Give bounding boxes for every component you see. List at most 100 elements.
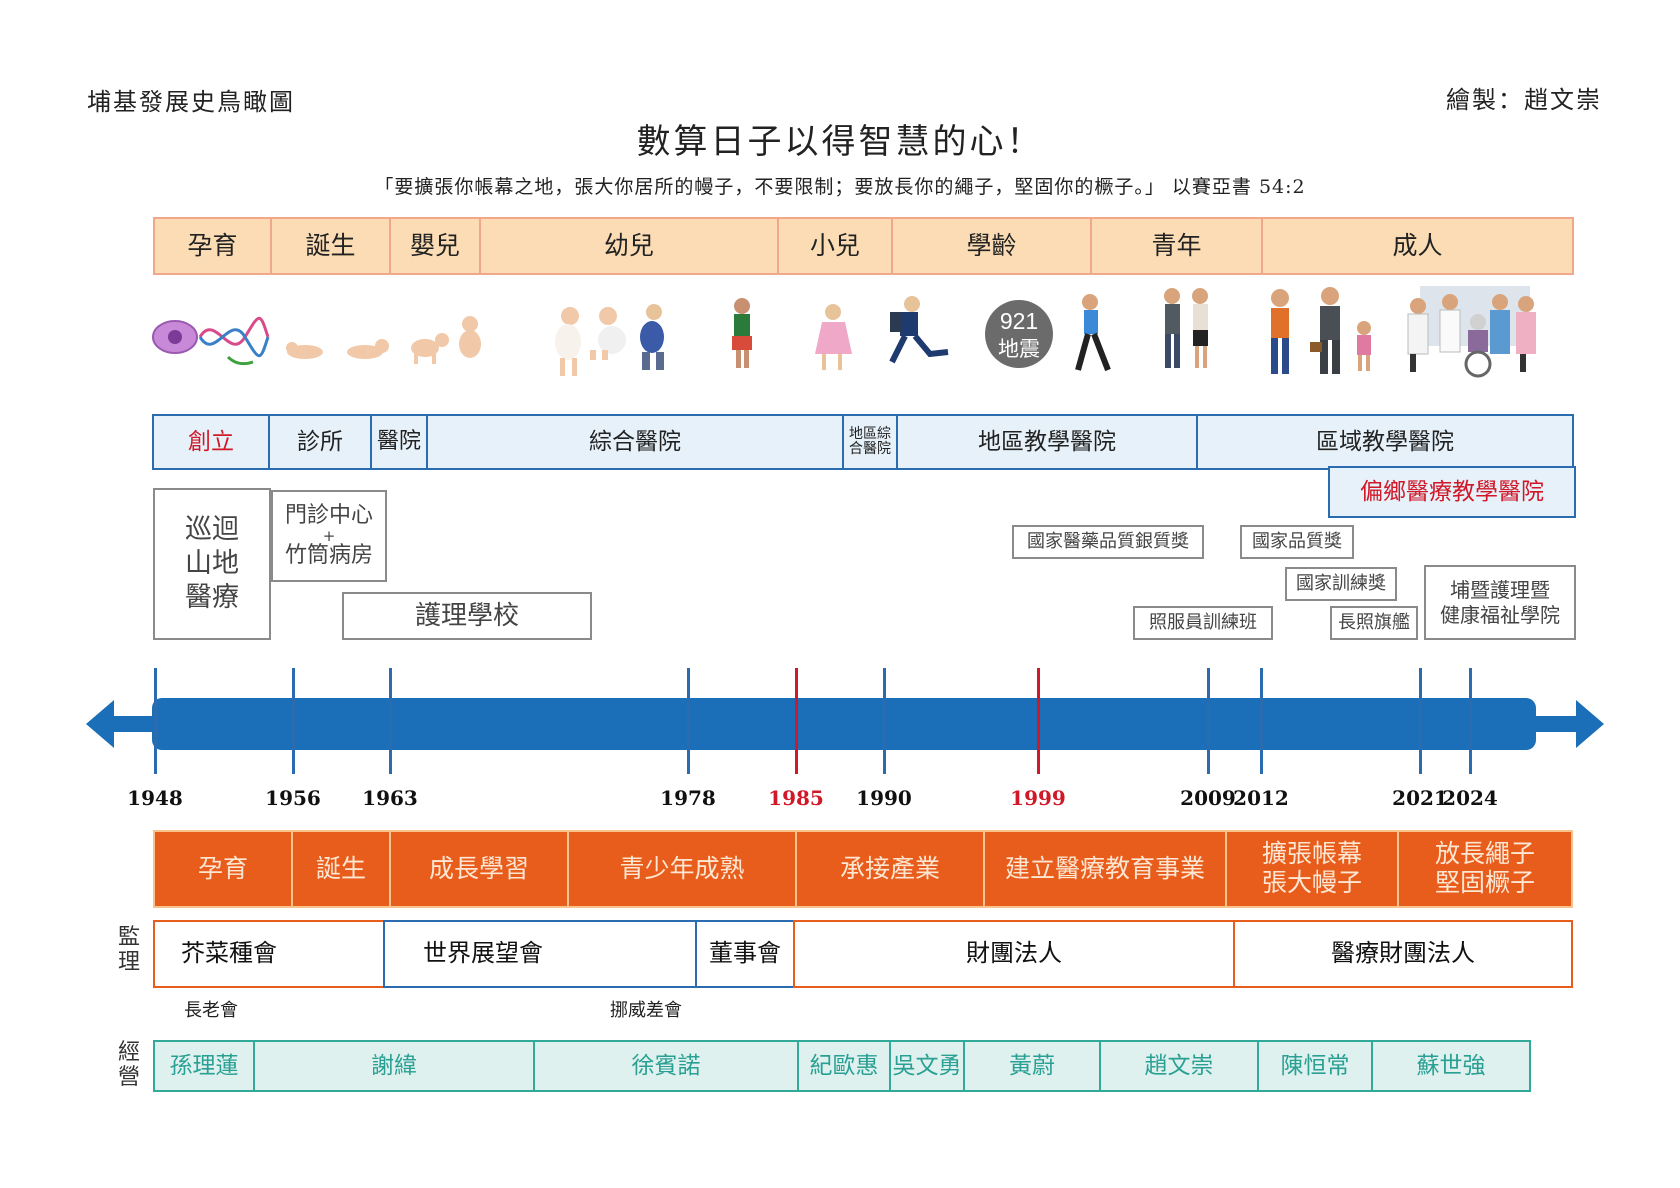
mobile-box-line: 醫療: [185, 581, 239, 613]
dna-cell-icon: [152, 316, 270, 366]
timeline-year-label: 1978: [660, 786, 716, 810]
earthquake-marker-line1: 921: [1000, 308, 1038, 334]
timeline-year-label: 2021: [1392, 786, 1448, 810]
timeline-tick: [389, 668, 392, 774]
institution-cell: 地區教學醫院: [896, 414, 1198, 470]
stage-cell: 誕生: [272, 219, 391, 273]
stage-cell: 學齡: [893, 219, 1092, 273]
child-icon: [732, 298, 852, 370]
timeline-tick: [883, 668, 886, 774]
timeline-tick: [1260, 668, 1263, 774]
manager-cell: 陳恒常: [1257, 1040, 1373, 1092]
nursing-school-box: 護理學校: [342, 592, 592, 640]
clinic-center-box: 門診中心 + 竹筒病房: [271, 490, 387, 582]
nursing-college-box: 埔暨護理暨 健康福祉學院: [1424, 565, 1576, 640]
phase-cell: 成長學習: [389, 830, 569, 908]
phase-cell: 青少年成熟: [567, 830, 797, 908]
phase-cell-two-line: 擴張帳幕 張大幔子: [1225, 830, 1399, 908]
clinic-box-line1: 門診中心: [284, 502, 373, 528]
institution-cell: 醫院: [370, 414, 428, 470]
side-label-char: 監: [117, 925, 140, 950]
school-child-icon: [889, 296, 949, 364]
clinic-box-plus: +: [322, 526, 336, 545]
timeline-year-label: 1985: [768, 786, 824, 810]
manager-cell: 黃蔚: [963, 1040, 1101, 1092]
earthquake-marker-icon: 921 地震: [985, 300, 1053, 368]
newborn-icon: [286, 339, 389, 359]
college-box-line1: 埔暨護理暨: [1450, 577, 1550, 602]
medical-staff-icon: [1407, 286, 1536, 378]
stage-cell: 成人: [1263, 219, 1572, 273]
management-side-label: 經 營: [114, 1040, 144, 1091]
institution-cell: 區域教學醫院: [1196, 414, 1574, 470]
manager-cell: 孫理蓮: [153, 1040, 255, 1092]
supervisor-cell: 世界展望會: [383, 920, 697, 988]
college-box-line2: 健康福祉學院: [1440, 602, 1560, 627]
supervisor-cell: 芥菜種會: [153, 920, 385, 988]
supervisor-cell: 財團法人: [793, 920, 1235, 988]
sitting-baby-icon: [459, 316, 481, 358]
institution-row: 創立 診所 醫院 綜合醫院 地區綜 合醫院 地區教學醫院 區域教學醫院: [152, 414, 1574, 470]
phase-line1: 放長繩子: [1434, 839, 1535, 869]
phase-line2: 堅固橛子: [1434, 868, 1535, 897]
earthquake-marker-line2: 地震: [998, 337, 1040, 361]
phase-cell-two-line: 放長繩子 堅固橛子: [1397, 830, 1573, 908]
stage-cell: 嬰兒: [391, 219, 481, 273]
phase-cell: 承接產業: [795, 830, 985, 908]
diagram-name: 埔基發展史鳥瞰圖: [87, 88, 295, 116]
timeline-tick: [687, 668, 690, 774]
author-credit: 繪製：趙文崇: [1446, 86, 1602, 114]
timeline-year-label: 1956: [265, 786, 321, 810]
stage-cell: 小兒: [779, 219, 893, 273]
institution-cell-founding: 創立: [152, 414, 270, 470]
adult-family-icon: [1271, 287, 1371, 374]
timeline-year-label: 1963: [362, 786, 418, 810]
manager-cell: 紀歐惠: [797, 1040, 891, 1092]
manager-cell: 徐賓諾: [533, 1040, 799, 1092]
timeline-year-label: 2009: [1180, 786, 1236, 810]
mobile-mountain-medical-box: 巡迴 山地 醫療: [153, 488, 271, 640]
institution-cell-line1: 地區綜: [849, 425, 891, 442]
phase-row: 孕育 誕生 成長學習 青少年成熟 承接產業 建立醫療教育事業 擴張帳幕 張大幔子…: [153, 830, 1573, 908]
institution-cell: 診所: [268, 414, 372, 470]
supervisor-cell: 董事會: [695, 920, 795, 988]
phase-cell: 誕生: [291, 830, 391, 908]
phase-cell: 建立醫療教育事業: [983, 830, 1227, 908]
side-label-char: 經: [117, 1040, 140, 1065]
supervisor-cell: 醫療財團法人: [1233, 920, 1573, 988]
supervision-side-label: 監 理: [114, 925, 144, 976]
rural-teaching-hospital-box: 偏鄉醫療教學醫院: [1328, 466, 1576, 518]
timeline-tick: [292, 668, 295, 774]
main-title: 數算日子以得智慧的心！: [636, 122, 1044, 162]
phase-line1: 擴張帳幕: [1261, 839, 1362, 869]
timeline-tick: [1469, 668, 1472, 774]
supervision-note: 長老會: [184, 1000, 238, 1021]
mobile-box-line: 山地: [185, 548, 239, 580]
side-label-char: 營: [117, 1065, 140, 1091]
national-quality-award-box: 國家品質獎: [1240, 525, 1354, 559]
timeline-year-label: 1999: [1010, 786, 1066, 810]
stage-cell: 幼兒: [481, 219, 779, 273]
toddler-icon: [555, 304, 664, 376]
stage-cell: 孕育: [155, 219, 272, 273]
timeline-tick: [795, 668, 798, 774]
drug-quality-award-box: 國家醫藥品質銀質獎: [1012, 525, 1204, 559]
side-label-char: 理: [117, 950, 140, 976]
manager-cell: 蘇世強: [1371, 1040, 1531, 1092]
institution-cell: 綜合醫院: [426, 414, 844, 470]
timeline-arrow: [86, 698, 1604, 750]
long-term-care-flagship-box: 長照旗艦: [1330, 606, 1418, 640]
timeline-tick: [1207, 668, 1210, 774]
timeline-year-label: 2012: [1233, 786, 1289, 810]
mobile-box-line: 巡迴: [185, 514, 239, 546]
management-row: 孫理蓮 謝緯 徐賓諾 紀歐惠 吳文勇 黃蔚 趙文崇 陳恒常 蘇世強: [153, 1040, 1533, 1092]
national-training-award-box: 國家訓練獎: [1285, 567, 1397, 601]
phase-cell: 孕育: [153, 830, 293, 908]
clinic-box-line2: 竹筒病房: [284, 543, 373, 569]
timeline-year-label: 1948: [127, 786, 183, 810]
stage-cell: 青年: [1092, 219, 1263, 273]
manager-cell: 趙文崇: [1099, 1040, 1259, 1092]
growth-illustration: 921 地震: [152, 286, 1536, 378]
manager-cell: 謝緯: [253, 1040, 535, 1092]
timeline-tick: [154, 668, 157, 774]
